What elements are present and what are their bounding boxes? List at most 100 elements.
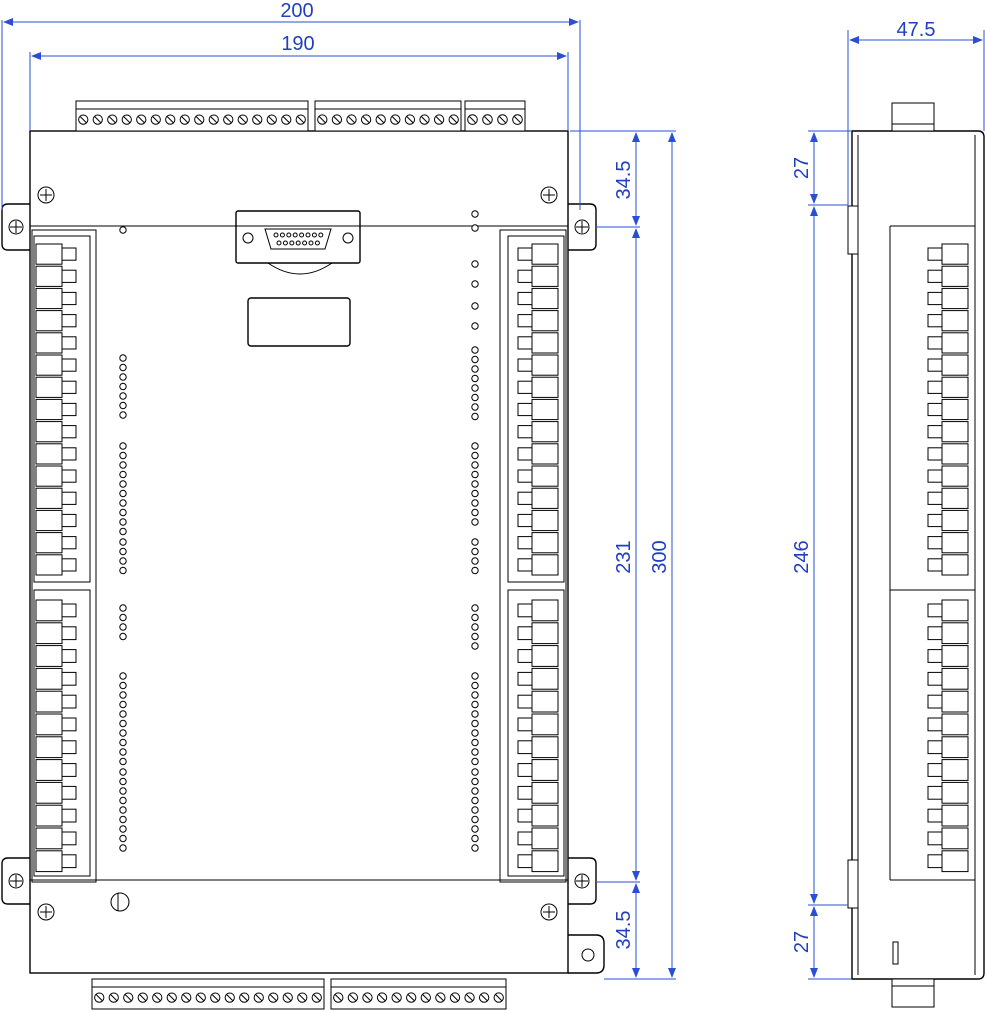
led-dot	[471, 768, 479, 776]
terminal-latch	[517, 469, 533, 483]
led-dot	[471, 672, 479, 680]
led-dot	[471, 489, 479, 498]
left-terminal-block-upper	[33, 235, 91, 583]
terminal-latch	[61, 314, 77, 328]
terminal-slot	[941, 690, 969, 713]
db-pin	[289, 240, 295, 246]
screw-slot	[499, 116, 506, 123]
screw-slot	[435, 116, 443, 123]
terminal-latch	[61, 694, 77, 709]
left-terminal-block-lower	[33, 589, 91, 877]
led-dot	[119, 672, 127, 680]
terminal-slot	[941, 599, 969, 622]
screw-slot	[210, 116, 218, 123]
led-dot	[119, 547, 127, 556]
screw-slot	[393, 994, 400, 1001]
terminal-slot	[35, 622, 63, 645]
db15-connector	[235, 210, 361, 275]
led-dot	[471, 738, 479, 747]
right-terminal-block-upper	[507, 235, 565, 583]
led-dot	[471, 412, 479, 421]
terminal-latch	[61, 671, 77, 686]
db-pin	[273, 232, 279, 238]
screw-slot	[450, 116, 458, 123]
led-dot	[471, 787, 479, 795]
side-bottom-plug	[891, 978, 935, 1008]
terminal-latch	[927, 447, 943, 461]
terminal-slot	[35, 554, 63, 576]
led-indicator-dots	[119, 210, 479, 852]
led-dot	[471, 355, 479, 364]
terminal-slot	[941, 310, 969, 332]
screw-terminal	[297, 992, 308, 1003]
terminal-latch	[517, 247, 533, 261]
screw-terminal	[107, 114, 118, 125]
led-dot	[119, 480, 127, 488]
screw-slot	[197, 994, 205, 1001]
terminal-latch	[517, 603, 533, 618]
dim-47-5: 47.5	[897, 19, 936, 41]
terminal-latch	[927, 785, 943, 800]
led-dot	[119, 411, 127, 419]
terminal-slot	[941, 781, 969, 804]
terminal-slot	[35, 713, 63, 736]
front-view	[1, 100, 605, 1010]
terminal-latch	[61, 536, 77, 550]
led-dot	[119, 470, 127, 479]
screw-slot	[95, 994, 103, 1001]
test-point-icon	[110, 892, 130, 912]
screw-terminal	[208, 114, 219, 125]
terminal-slot	[941, 532, 969, 554]
side-terminal-blocks	[927, 243, 969, 873]
terminal-slot	[35, 398, 63, 421]
led-dot	[119, 815, 127, 824]
terminal-slot	[35, 354, 63, 376]
mount-ear-bottom-right	[568, 857, 597, 905]
screw-slot	[297, 116, 305, 123]
screw-terminal	[404, 114, 416, 125]
led-dot	[119, 834, 127, 843]
screw-slot	[348, 116, 355, 123]
led-dot	[471, 302, 479, 310]
terminal-latch	[517, 785, 533, 800]
led-dot	[119, 632, 127, 641]
led-dot	[471, 681, 479, 690]
side-top-plug	[891, 102, 935, 132]
terminal-slot	[531, 827, 559, 850]
terminal-latch	[517, 763, 533, 777]
screw-slot	[168, 994, 176, 1001]
terminal-slot	[531, 599, 559, 622]
terminal-slot	[531, 354, 559, 376]
terminal-latch	[927, 358, 943, 372]
screw-terminal	[347, 992, 359, 1003]
terminal-latch	[927, 808, 943, 823]
terminal-slot	[941, 667, 969, 690]
terminal-latch	[61, 380, 77, 394]
terminal-slot	[531, 265, 559, 287]
side-bracket-bottom	[847, 859, 859, 909]
dim-27-lower: 27	[791, 931, 813, 953]
screw-slot	[282, 116, 290, 123]
led-dot	[471, 825, 479, 833]
led-dot	[119, 729, 127, 737]
led-dot	[119, 518, 127, 526]
screw-slot	[406, 116, 414, 123]
terminal-slot	[35, 645, 63, 667]
db-pin	[299, 232, 305, 238]
terminal-slot	[35, 759, 63, 781]
db-pin	[302, 240, 308, 246]
side-view	[847, 102, 985, 1008]
db-pin	[314, 240, 320, 246]
terminal-slot	[531, 532, 559, 554]
screw-slot	[253, 116, 261, 123]
led-dot	[119, 787, 127, 795]
screw-slot	[166, 116, 174, 123]
side-dimensions: 47.5 27 246 27	[791, 19, 985, 980]
terminal-latch	[927, 831, 943, 846]
terminal-slot	[531, 690, 559, 713]
led-dot	[471, 700, 479, 709]
led-dot	[119, 451, 127, 460]
terminal-latch	[61, 808, 77, 823]
terminal-latch	[61, 491, 77, 505]
terminal-latch	[61, 831, 77, 846]
